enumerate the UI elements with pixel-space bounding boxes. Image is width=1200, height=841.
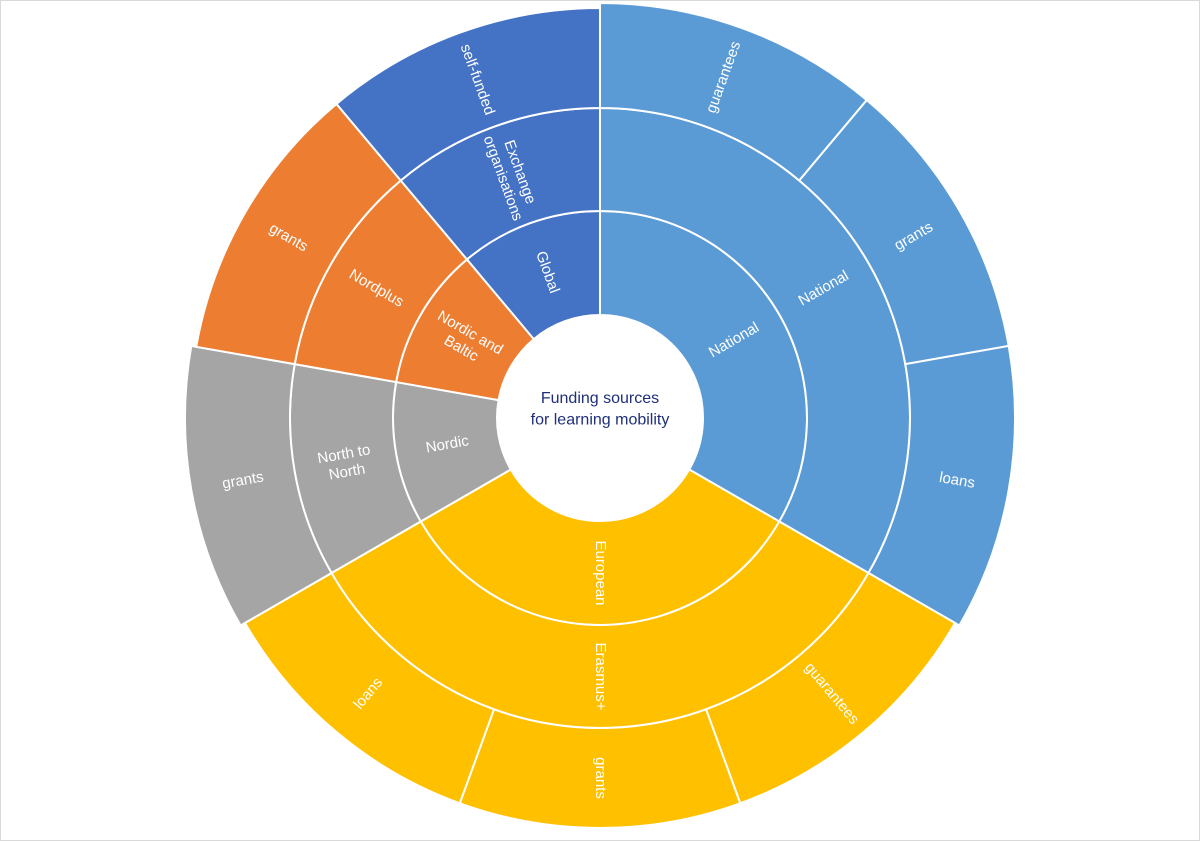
label-european-erasmus-l2: Erasmus+ <box>592 643 609 711</box>
label-european-l1: European <box>592 540 609 605</box>
label-nordic-grants-l3: grants <box>221 468 265 492</box>
segments-group <box>184 1 1016 829</box>
label-european-grants-l3: grants <box>592 757 609 799</box>
segment-global-self-funded-l3 <box>335 6 601 182</box>
segment-nordic-grants-l3 <box>184 344 333 627</box>
label-national-loans-l3: loans <box>938 469 976 492</box>
segment-national-loans-l3 <box>867 344 1016 627</box>
label-nordic-north-to-north-l2: North toNorth <box>316 441 375 485</box>
